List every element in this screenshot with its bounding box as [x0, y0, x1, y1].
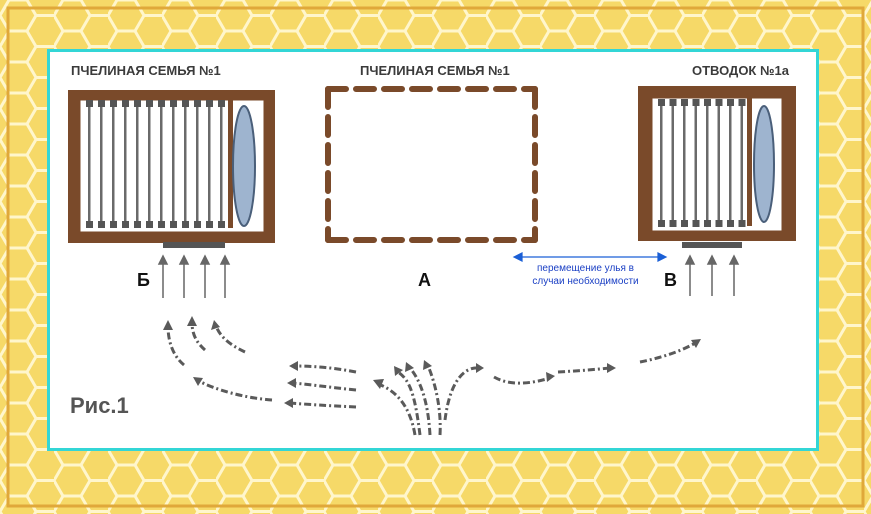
comb-frame-bar	[184, 102, 187, 226]
comb-frame-lug	[158, 221, 165, 228]
comb-frame-lug	[158, 100, 165, 107]
comb-frame-bar	[694, 101, 697, 225]
comb-frame-lug	[218, 100, 225, 107]
comb-frame-lug	[658, 220, 665, 227]
divider-board-right	[747, 98, 752, 226]
comb-frame-lug	[704, 220, 711, 227]
entrance-right	[682, 242, 742, 248]
comb-frame-bar	[671, 101, 674, 225]
move-note-line1: перемещение улья в	[537, 263, 634, 274]
move-note: перемещение улья в случаи необходимости	[518, 262, 653, 288]
comb-frame-lug	[727, 99, 734, 106]
comb-frame-lug	[669, 99, 677, 106]
entrance-arrows-right	[684, 254, 740, 296]
comb-frame-bar	[660, 101, 663, 225]
feeder-right	[753, 105, 775, 223]
comb-frame-lug	[658, 99, 665, 106]
comb-frame-lug	[692, 99, 700, 106]
comb-frame-bar	[706, 101, 709, 225]
comb-frame-lug	[681, 220, 688, 227]
feeder-left	[232, 105, 256, 227]
entrance-left	[163, 242, 225, 248]
comb-frame-bar	[112, 102, 115, 226]
comb-frame-lug	[704, 99, 711, 106]
comb-frame-lug	[182, 221, 189, 228]
move-note-line2: случаи необходимости	[532, 276, 639, 287]
comb-frame-lug	[170, 100, 177, 107]
frame-comb-left	[86, 100, 225, 228]
comb-frame-bar	[172, 102, 175, 226]
comb-frame-lug	[738, 99, 746, 106]
comb-frame-bar	[208, 102, 211, 226]
figure-caption: Рис.1	[70, 393, 129, 418]
comb-frame-lug	[669, 220, 677, 227]
comb-frame-bar	[220, 102, 223, 226]
comb-frame-lug	[134, 100, 141, 107]
comb-frame-bar	[148, 102, 151, 226]
position-b-label: Б	[137, 270, 150, 290]
comb-frame-lug	[86, 100, 93, 107]
comb-frame-lug	[715, 220, 723, 227]
comb-frame-lug	[206, 100, 213, 107]
comb-frame-lug	[110, 221, 117, 228]
comb-frame-lug	[134, 221, 141, 228]
comb-frame-lug	[692, 220, 700, 227]
hive-middle-dashed	[325, 86, 538, 243]
comb-frame-bar	[717, 101, 720, 225]
hive-right	[638, 86, 796, 248]
frame-comb-right	[658, 99, 746, 227]
comb-frame-lug	[194, 221, 201, 228]
comb-frame-lug	[146, 100, 153, 107]
comb-frame-lug	[98, 221, 105, 228]
comb-frame-bar	[740, 101, 743, 225]
comb-frame-lug	[218, 221, 225, 228]
divider-board-left	[228, 100, 233, 228]
position-a-label: А	[418, 270, 431, 290]
comb-frame-lug	[182, 100, 189, 107]
comb-frame-lug	[122, 100, 129, 107]
comb-frame-lug	[738, 220, 746, 227]
comb-frame-lug	[86, 221, 93, 228]
bee-flight-paths	[166, 321, 698, 436]
comb-frame-lug	[715, 99, 723, 106]
comb-frame-bar	[136, 102, 139, 226]
position-v-label: В	[664, 270, 677, 290]
comb-frame-bar	[160, 102, 163, 226]
comb-frame-lug	[146, 221, 153, 228]
comb-frame-bar	[100, 102, 103, 226]
comb-frame-lug	[681, 99, 688, 106]
comb-frame-lug	[110, 100, 117, 107]
double-arrow	[512, 252, 668, 262]
comb-frame-lug	[98, 100, 105, 107]
comb-frame-lug	[170, 221, 177, 228]
entrance-arrows-left	[157, 254, 231, 298]
comb-frame-bar	[683, 101, 686, 225]
comb-frame-lug	[206, 221, 213, 228]
hive-right-title: ОТВОДОК №1а	[692, 63, 789, 78]
comb-frame-lug	[122, 221, 129, 228]
hive-left	[68, 90, 275, 248]
bee-path-arrowheads	[163, 316, 701, 408]
comb-frame-bar	[729, 101, 732, 225]
comb-frame-lug	[194, 100, 201, 107]
comb-frame-bar	[88, 102, 91, 226]
comb-frame-lug	[727, 220, 734, 227]
hive-left-title: ПЧЕЛИНАЯ СЕМЬЯ №1	[71, 63, 221, 78]
comb-frame-bar	[196, 102, 199, 226]
comb-frame-bar	[124, 102, 127, 226]
hive-middle-title: ПЧЕЛИНАЯ СЕМЬЯ №1	[360, 63, 510, 78]
